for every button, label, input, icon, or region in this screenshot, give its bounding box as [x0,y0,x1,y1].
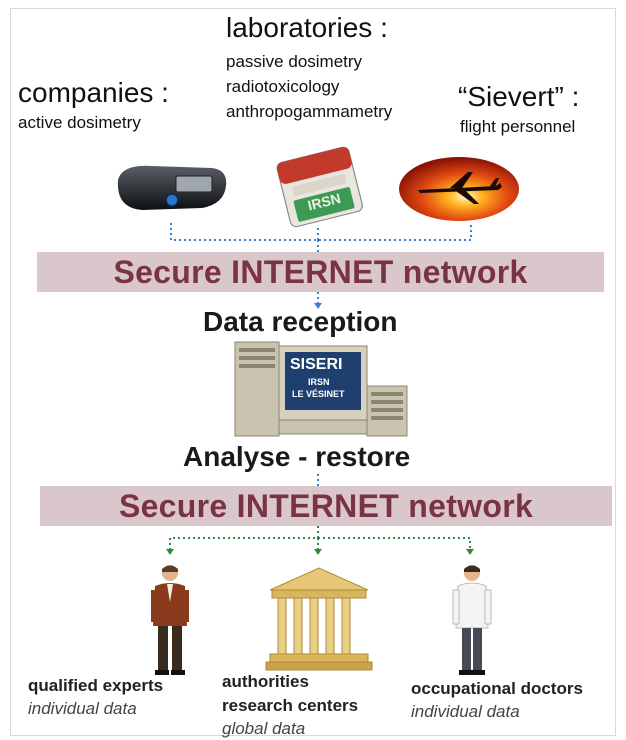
recipient-qualified-experts: qualified experts [28,676,164,695]
qualified-expert-figure-icon [151,565,189,675]
server-computer-icon [234,341,408,437]
airplane-sunset-icon [399,157,519,221]
laboratories-item-2: radiotoxicology [226,77,340,96]
recipient-research-centers: research centers [222,696,359,715]
sievert-title: “Sievert” : [458,81,580,112]
secure-network-label-bottom: Secure INTERNET network [118,487,534,524]
occupational-doctor-figure-icon [452,565,492,675]
recipient-authorities: authorities [222,672,309,691]
server-location: LE VÉSINET [292,389,345,399]
recipient-occupational-doctors: occupational doctors [411,679,583,698]
data-reception-label: Data reception [203,306,398,337]
companies-item: active dosimetry [18,113,141,132]
server-org: IRSN [308,377,330,387]
passive-dosimeter-badge-icon [276,146,363,228]
secure-network-label-top: Secure INTERNET network [113,253,528,290]
frame-border [10,8,616,736]
secure-network-band-top: Secure INTERNET network [37,252,604,292]
recipient-qualified-experts-data: individual data [28,699,137,718]
sievert-item: flight personnel [460,117,576,136]
recipient-occupational-doctors-data: individual data [411,702,520,721]
active-dosimeter-icon [117,165,227,210]
laboratories-item-3: anthropogammametry [226,102,393,121]
companies-title: companies : [18,77,169,108]
bottom-connector [166,526,474,555]
government-building-icon [265,567,373,671]
analyse-restore-label: Analyse - restore [183,441,411,472]
laboratories-title: laboratories : [226,12,388,43]
secure-network-band-bottom: Secure INTERNET network [40,486,612,526]
top-connector [170,223,472,309]
server-name: SISERI [290,356,343,373]
middle-connector [317,474,319,486]
recipient-authorities-data: global data [222,719,306,738]
laboratories-item-1: passive dosimetry [226,52,363,71]
